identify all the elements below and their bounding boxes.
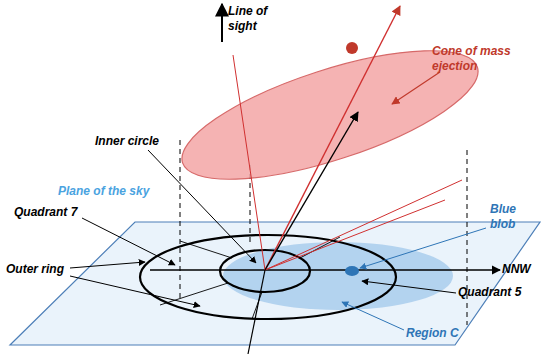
outer-ring [140, 235, 396, 319]
region-label: Region C [406, 326, 476, 341]
blob-leader [360, 228, 486, 268]
sight-label: Line of sight [228, 4, 280, 34]
ejection-dot [346, 42, 358, 54]
direction-label: NNW [502, 262, 538, 277]
cone-leader [392, 72, 440, 104]
q7-leader [82, 218, 175, 265]
cone-label: Cone of mass ejection [432, 44, 532, 74]
ring-label: Outer ring [6, 262, 76, 277]
projection-axis [248, 270, 265, 354]
region-leader [342, 302, 404, 330]
cone-lines [233, 55, 462, 270]
quadrant-label: Quadrant 5 [458, 285, 536, 300]
sight-arrow [221, 4, 223, 42]
quadrant-lines [160, 237, 340, 319]
direction-arrow [265, 112, 358, 270]
sky-plane [10, 222, 540, 345]
blue-blob-dot [345, 266, 359, 276]
blob-label: Blue blob [490, 202, 534, 232]
plane-label: Plane of the sky [58, 184, 178, 199]
ring-leader [70, 276, 200, 306]
inner-label: Inner circle [95, 134, 185, 149]
q5-leader [362, 281, 456, 293]
nnw-axis [150, 269, 500, 270]
ring-leader [70, 262, 145, 268]
inner-leader [148, 150, 256, 263]
quadrant-label: Quadrant 7 [14, 205, 94, 220]
ejection-axis [265, 6, 400, 270]
region-c [223, 242, 453, 310]
